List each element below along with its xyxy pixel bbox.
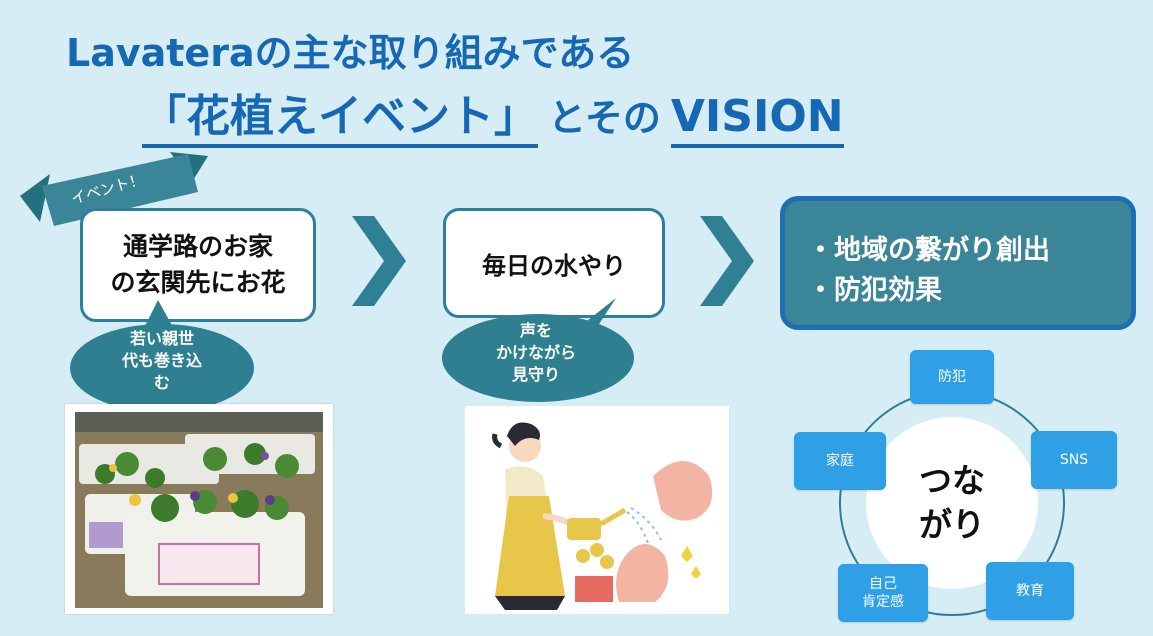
speech-bubble bbox=[442, 298, 634, 402]
vision-item-community: ・地域の繋がり創出 bbox=[807, 235, 1050, 266]
bubble2-line1: 声を bbox=[519, 321, 552, 340]
node-bottom-right-label: 教育 bbox=[1016, 583, 1044, 599]
subtitle-connector: とその bbox=[548, 96, 661, 140]
page-title: Lavateraの主な取り組みである bbox=[66, 31, 635, 75]
bubble1-line3: む bbox=[153, 373, 170, 392]
bubble-watching: 声を かけながら 見守り bbox=[474, 320, 598, 386]
connection-center: つな がり bbox=[866, 417, 1038, 589]
node-crime-prevention: 防犯 bbox=[910, 350, 994, 404]
step-box-flowers: 通学路のお家 の玄関先にお花 bbox=[80, 208, 316, 322]
subtitle-vision: VISION bbox=[670, 91, 844, 148]
bubble1-line1: 若い親世 bbox=[129, 329, 194, 348]
bubble2-line3: 見守り bbox=[511, 365, 560, 384]
node-right-label: SNS bbox=[1059, 452, 1089, 468]
node-sns: SNS bbox=[1031, 431, 1117, 489]
step1-line2: の玄関先にお花 bbox=[110, 268, 286, 297]
bubble-young-parents: 若い親世 代も巻き込 む bbox=[100, 328, 224, 394]
watering-illustration bbox=[465, 406, 729, 614]
node-bottom-left-line1: 自己 bbox=[869, 576, 897, 592]
vision-box: ・地域の繋がり創出 ・防犯効果 bbox=[780, 196, 1136, 330]
subtitle-event-name: 「花植えイベント」 bbox=[142, 91, 538, 148]
node-top-label: 防犯 bbox=[938, 369, 966, 385]
bubble1-line2: 代も巻き込 bbox=[121, 351, 202, 370]
node-self-esteem: 自己 肯定感 bbox=[838, 564, 928, 622]
step1-line1: 通学路のお家 bbox=[122, 232, 273, 261]
node-bottom-left-line2: 肯定感 bbox=[862, 594, 904, 610]
speech-bubble bbox=[70, 300, 254, 412]
step2-label: 毎日の水やり bbox=[482, 251, 626, 280]
chevron-right-icon bbox=[352, 216, 406, 306]
node-left-label: 家庭 bbox=[826, 453, 854, 469]
center-line1: つな bbox=[919, 461, 985, 500]
planters-photo bbox=[65, 404, 333, 614]
step-box-watering: 毎日の水やり bbox=[443, 208, 665, 318]
center-line2: がり bbox=[919, 505, 985, 544]
ribbon-banner bbox=[20, 152, 208, 226]
bubble2-line2: かけながら bbox=[495, 343, 576, 362]
node-family: 家庭 bbox=[794, 432, 886, 490]
vision-item-crime-prevention: ・防犯効果 bbox=[807, 275, 942, 306]
chevron-right-icon bbox=[700, 216, 754, 306]
node-education: 教育 bbox=[986, 562, 1074, 620]
